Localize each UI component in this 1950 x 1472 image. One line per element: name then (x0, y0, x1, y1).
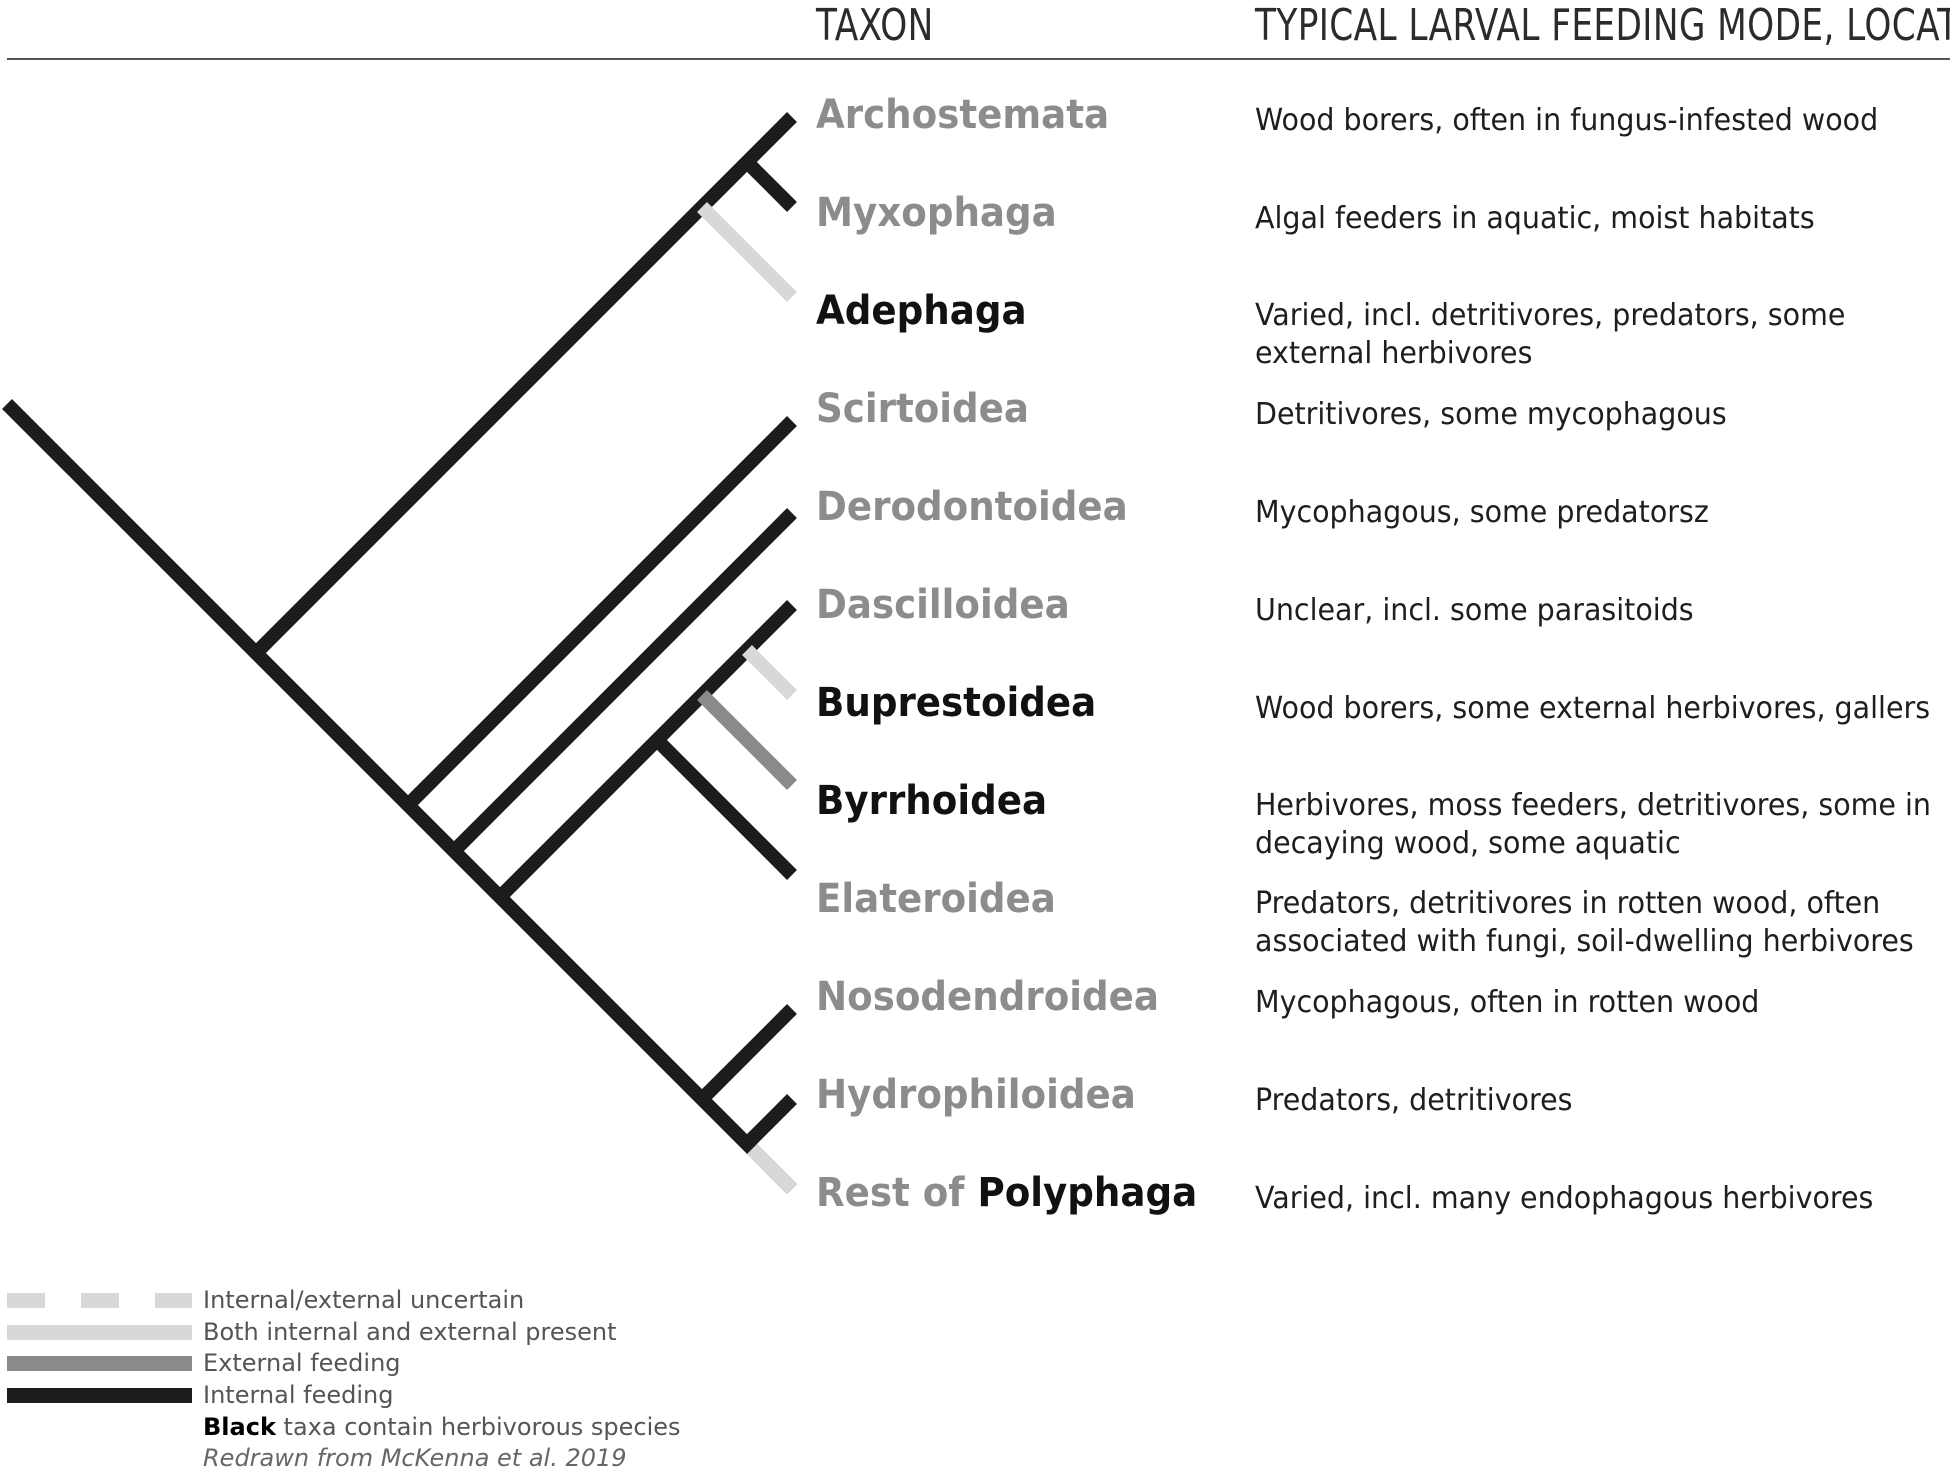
taxon-derodontoidea: Derodontoidea (816, 484, 1128, 530)
header-divider (7, 58, 1950, 60)
feeding-archostemata: Wood borers, often in fungus-infested wo… (1255, 103, 1879, 138)
feeding-derodontoidea: Mycophagous, some predatorsz (1255, 495, 1709, 530)
feeding-elateroidea-line2: associated with fungi, soil-dwelling her… (1255, 924, 1914, 959)
taxon-archostemata: Archostemata (816, 92, 1110, 138)
branch-elateroidea (652, 735, 797, 880)
branch-myxophaga (742, 157, 797, 212)
feeding-byrrhoidea-line2: decaying wood, some aquatic (1255, 826, 1681, 861)
legend-label-external: External feeding (203, 1349, 401, 1377)
taxon-nosodendroidea: Nosodendroidea (816, 974, 1159, 1020)
feeding-rest-of-polyphaga: Varied, incl. many endophagous herbivore… (1255, 1181, 1874, 1216)
legend-swatch-both (7, 1325, 192, 1340)
feeding-buprestoidea: Wood borers, some external herbivores, g… (1255, 691, 1931, 726)
taxon-buprestoidea: Buprestoidea (816, 680, 1097, 726)
feeding-elateroidea-line1: Predators, detritivores in rotten wood, … (1255, 886, 1881, 921)
taxon-column-header: TAXON (816, 0, 934, 51)
branch-nosodendroidea (697, 1004, 797, 1104)
feeding-adephaga: Varied, incl. detritivores, predators, s… (1255, 297, 1845, 373)
legend-label-internal: Internal feeding (203, 1381, 394, 1409)
taxon-scirtoidea: Scirtoidea (816, 386, 1029, 432)
branch-buprestoidea (742, 645, 797, 700)
branch-byrrhoidea (697, 690, 797, 790)
figure-citation: Redrawn from McKenna et al. 2019 (203, 1444, 627, 1472)
branch-scirtoidea (403, 416, 797, 810)
taxon-dascilloidea: Dascilloidea (816, 582, 1070, 628)
branch-derodontoidea (449, 508, 797, 856)
legend-swatch-internal (7, 1388, 192, 1403)
feeding-hydrophiloidea: Predators, detritivores (1255, 1083, 1573, 1118)
branch-hydrophiloidea (742, 1094, 797, 1149)
legend-swatch-external (7, 1356, 192, 1371)
legend-label-both: Both internal and external present (203, 1318, 617, 1346)
legend-label-uncertain: Internal/external uncertain (203, 1286, 525, 1314)
taxon-myxophaga: Myxophaga (816, 190, 1057, 236)
feeding-myxophaga: Algal feeders in aquatic, moist habitats (1255, 201, 1815, 236)
feeding-dascilloidea: Unclear, incl. some parasitoids (1255, 593, 1694, 628)
feeding-byrrhoidea-line1: Herbivores, moss feeders, detritivores, … (1255, 788, 1931, 823)
taxon-adephaga: Adephaga (816, 288, 1027, 334)
taxon-byrrhoidea: Byrrhoidea (816, 778, 1048, 824)
feeding-adephaga-line2: external herbivores (1255, 336, 1533, 371)
legend-black-word: Black (203, 1413, 276, 1441)
feeding-byrrhoidea: Herbivores, moss feeders, detritivores, … (1255, 787, 1931, 863)
taxon-rest-of-prefix: Rest of (816, 1170, 978, 1216)
legend-herbivore-note: Black taxa contain herbivorous species (203, 1413, 681, 1441)
feeding-adephaga-line1: Varied, incl. detritivores, predators, s… (1255, 298, 1846, 333)
feeding-mode-column-header: TYPICAL LARVAL FEEDING MODE, LOCATION (1255, 0, 1950, 51)
taxon-polyphaga: Polyphaga (977, 1170, 1198, 1216)
feeding-scirtoidea: Detritivores, some mycophagous (1255, 397, 1727, 432)
feeding-elateroidea: Predators, detritivores in rotten wood, … (1255, 885, 1914, 961)
taxon-elateroidea: Elateroidea (816, 876, 1056, 922)
branch-adephaga-clade-stem (251, 112, 797, 658)
legend-black-note: taxa contain herbivorous species (275, 1413, 681, 1441)
feeding-nosodendroidea: Mycophagous, often in rotten wood (1255, 985, 1760, 1020)
legend-swatch-uncertain (7, 1293, 192, 1308)
branch-adephaga (697, 202, 797, 302)
branch-rest-of-polyphaga (747, 1144, 797, 1194)
branch-backbone (2, 399, 797, 1194)
taxon-hydrophiloidea: Hydrophiloidea (816, 1072, 1136, 1118)
taxon-rest-of-polyphaga: Rest of Polyphaga (816, 1170, 1197, 1216)
